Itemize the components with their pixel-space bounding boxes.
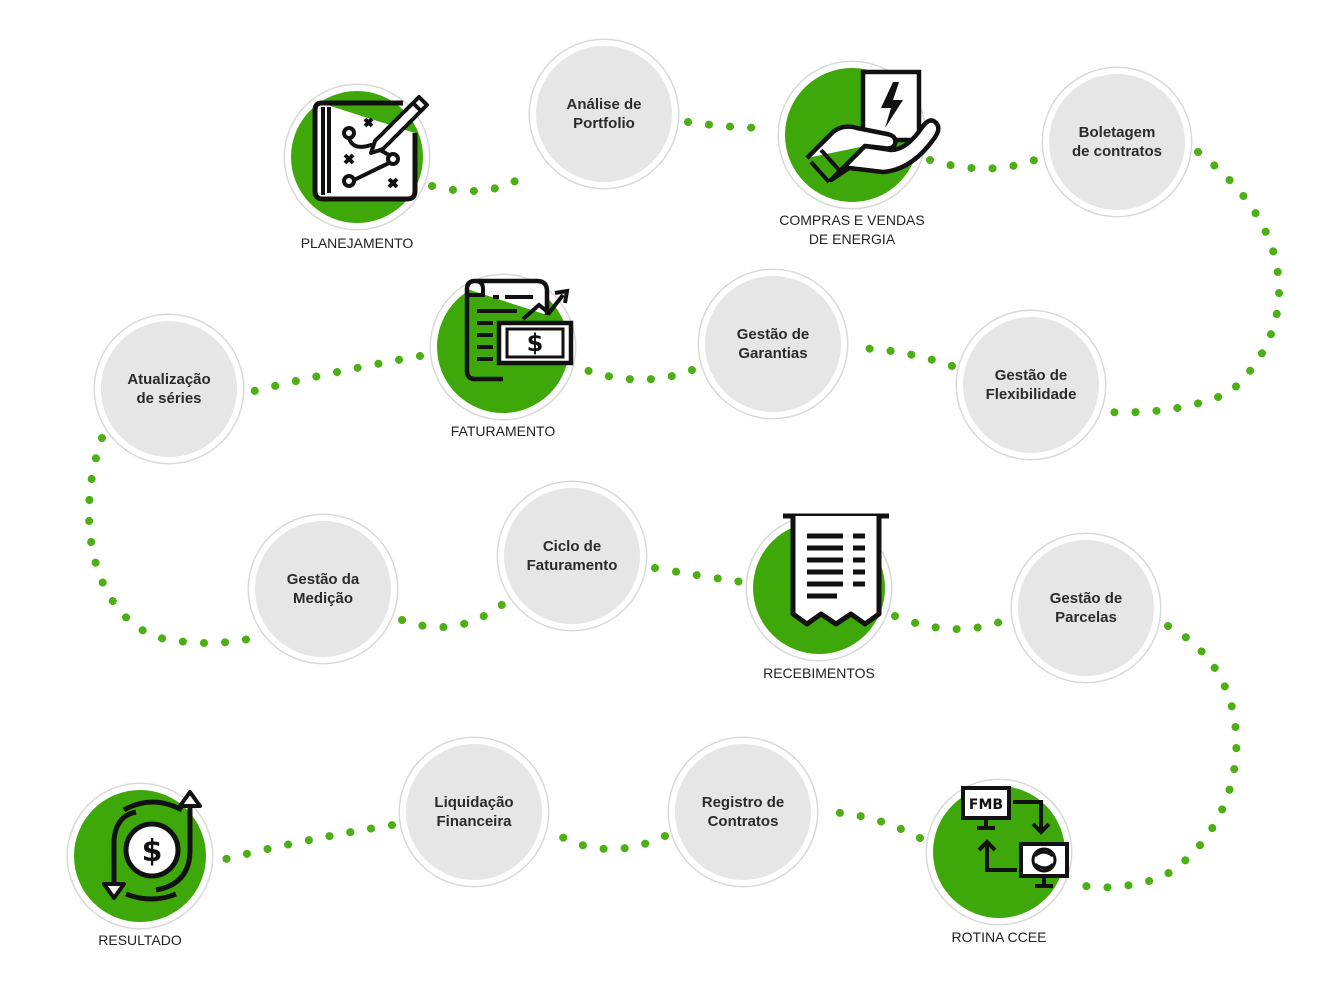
step-text-line: Gestão da — [286, 571, 360, 588]
connector-dots — [218, 821, 396, 864]
connector-dots — [398, 600, 507, 632]
rotina-ccee-circle: FMB — [927, 780, 1071, 924]
step-text-line: Contratos — [707, 813, 779, 830]
step-text-line: Análise de — [566, 96, 642, 113]
step-medicao: Gestão da Medição — [249, 515, 397, 663]
connector-dots — [891, 612, 1009, 634]
step-text-line: Flexibilidade — [985, 386, 1077, 403]
step-text-line: Gestão de — [736, 326, 810, 343]
resultado-circle: $ — [68, 784, 212, 928]
step-text-line: Gestão de — [1049, 590, 1123, 607]
receipt-icon — [783, 513, 889, 627]
fmb-text: FMB — [969, 797, 1003, 813]
step-text-line: Registro de — [701, 794, 785, 811]
faturamento-label: FATURAMENTO — [450, 423, 556, 439]
invoice-money-icon: $ — [464, 278, 574, 382]
resultado-label: RESULTADO — [98, 932, 182, 948]
step-text-line: Liquidação — [434, 794, 514, 811]
planejamento-label: PLANEJAMENTO — [300, 235, 414, 251]
fmb-ccee-exchange-icon: FMB — [961, 786, 1069, 888]
connector-dots — [684, 118, 776, 132]
step-text-line: Garantias — [738, 345, 808, 362]
step-garantias: Gestão de Garantias — [699, 270, 847, 418]
compras-label-line: DE ENERGIA — [808, 231, 896, 247]
connector-dots — [576, 364, 696, 384]
step-text-line: Ciclo de — [542, 538, 602, 555]
faturamento-circle: $ — [431, 275, 575, 419]
step-flexibilidade: Gestão de Flexibilidade — [957, 311, 1105, 459]
step-ciclo-faturamento: Ciclo de Faturamento — [498, 482, 646, 630]
svg-text:$: $ — [527, 329, 544, 357]
step-text-line: Faturamento — [526, 557, 618, 574]
step-text-line: Gestão de — [994, 367, 1068, 384]
connector-dots — [246, 352, 424, 396]
compras-label: COMPRAS E VENDAS DE ENERGIA — [762, 211, 942, 249]
svg-text:$: $ — [142, 834, 163, 869]
step-text-line: Portfolio — [573, 115, 635, 132]
step-analise-portfolio: Análise de Portfolio — [530, 40, 678, 188]
planejamento-circle — [285, 85, 429, 229]
connector-dots — [85, 434, 257, 647]
rotina-ccee-label: ROTINA CCEE — [951, 929, 1047, 945]
step-text-line: de contratos — [1071, 143, 1162, 160]
connector-dots — [818, 808, 924, 842]
plan-map-icon — [312, 95, 429, 202]
step-text-line: Parcelas — [1055, 609, 1117, 626]
step-text-line: de séries — [136, 390, 202, 407]
step-text-line: Boletagem — [1078, 124, 1156, 141]
step-text-line: Atualização — [127, 371, 211, 388]
connector-dots — [549, 828, 669, 853]
step-parcelas: Gestão de Parcelas — [1012, 534, 1160, 682]
connector-dots — [428, 171, 529, 195]
step-text-line: Financeira — [436, 813, 512, 830]
recebimentos-label: RECEBIMENTOS — [763, 665, 875, 681]
energy-contract-hand-icon — [805, 69, 941, 184]
compras-label-line: COMPRAS E VENDAS — [779, 212, 925, 228]
connector-dots — [926, 154, 1044, 173]
connector-dots — [1104, 148, 1284, 417]
recebimentos-circle — [747, 513, 891, 660]
dollar-cycle-icon: $ — [102, 790, 202, 902]
step-boletagem: Boletagem de contratos — [1043, 68, 1191, 216]
compras-circle — [779, 62, 941, 208]
step-registro-contratos: Registro de Contratos — [669, 738, 817, 886]
step-atualizacao-series: Atualização de séries — [95, 315, 243, 463]
connector-dots — [651, 564, 746, 586]
connector-dots — [846, 344, 956, 370]
step-text-line: Medição — [292, 590, 353, 607]
